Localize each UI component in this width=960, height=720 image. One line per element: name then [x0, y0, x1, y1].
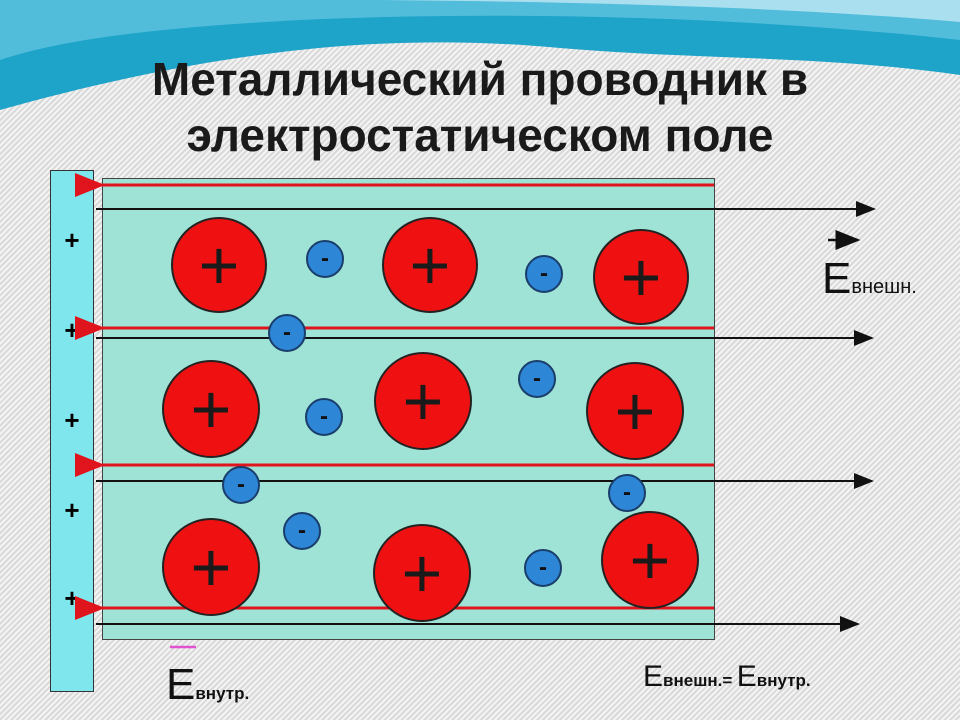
electron: -: [524, 549, 562, 587]
positive-ion: +: [382, 217, 478, 313]
positive-ion: +: [374, 352, 472, 450]
e-external-label: Eвнешн.: [822, 254, 917, 304]
equation-e-external-symbol: E: [643, 660, 663, 693]
equation-e-internal-symbol: E: [737, 660, 757, 693]
positive-ion: +: [171, 217, 267, 313]
e-internal-subscript: внутр.: [195, 684, 249, 703]
positive-ion: +: [601, 511, 699, 609]
electron: -: [608, 474, 646, 512]
equation-lhs-subscript: внешн.=: [663, 671, 732, 690]
equation-rhs-subscript: внутр.: [757, 671, 811, 690]
electron: -: [518, 360, 556, 398]
electron: -: [305, 398, 343, 436]
electron: -: [306, 240, 344, 278]
positive-ion: +: [593, 229, 689, 325]
positive-ion: +: [586, 362, 684, 460]
positive-ion: +: [373, 524, 471, 622]
e-internal-symbol: E: [166, 660, 195, 709]
positive-ion: +: [162, 518, 260, 616]
electron: -: [525, 255, 563, 293]
electron: -: [283, 512, 321, 550]
e-external-symbol: E: [822, 254, 851, 303]
e-external-subscript: внешн.: [851, 276, 916, 298]
field-equality-equation: Eвнешн.= Eвнутр.: [643, 660, 811, 694]
electron: -: [222, 466, 260, 504]
positive-ion: +: [162, 360, 260, 458]
electron: -: [268, 314, 306, 352]
e-internal-label: Eвнутр.: [166, 660, 249, 710]
